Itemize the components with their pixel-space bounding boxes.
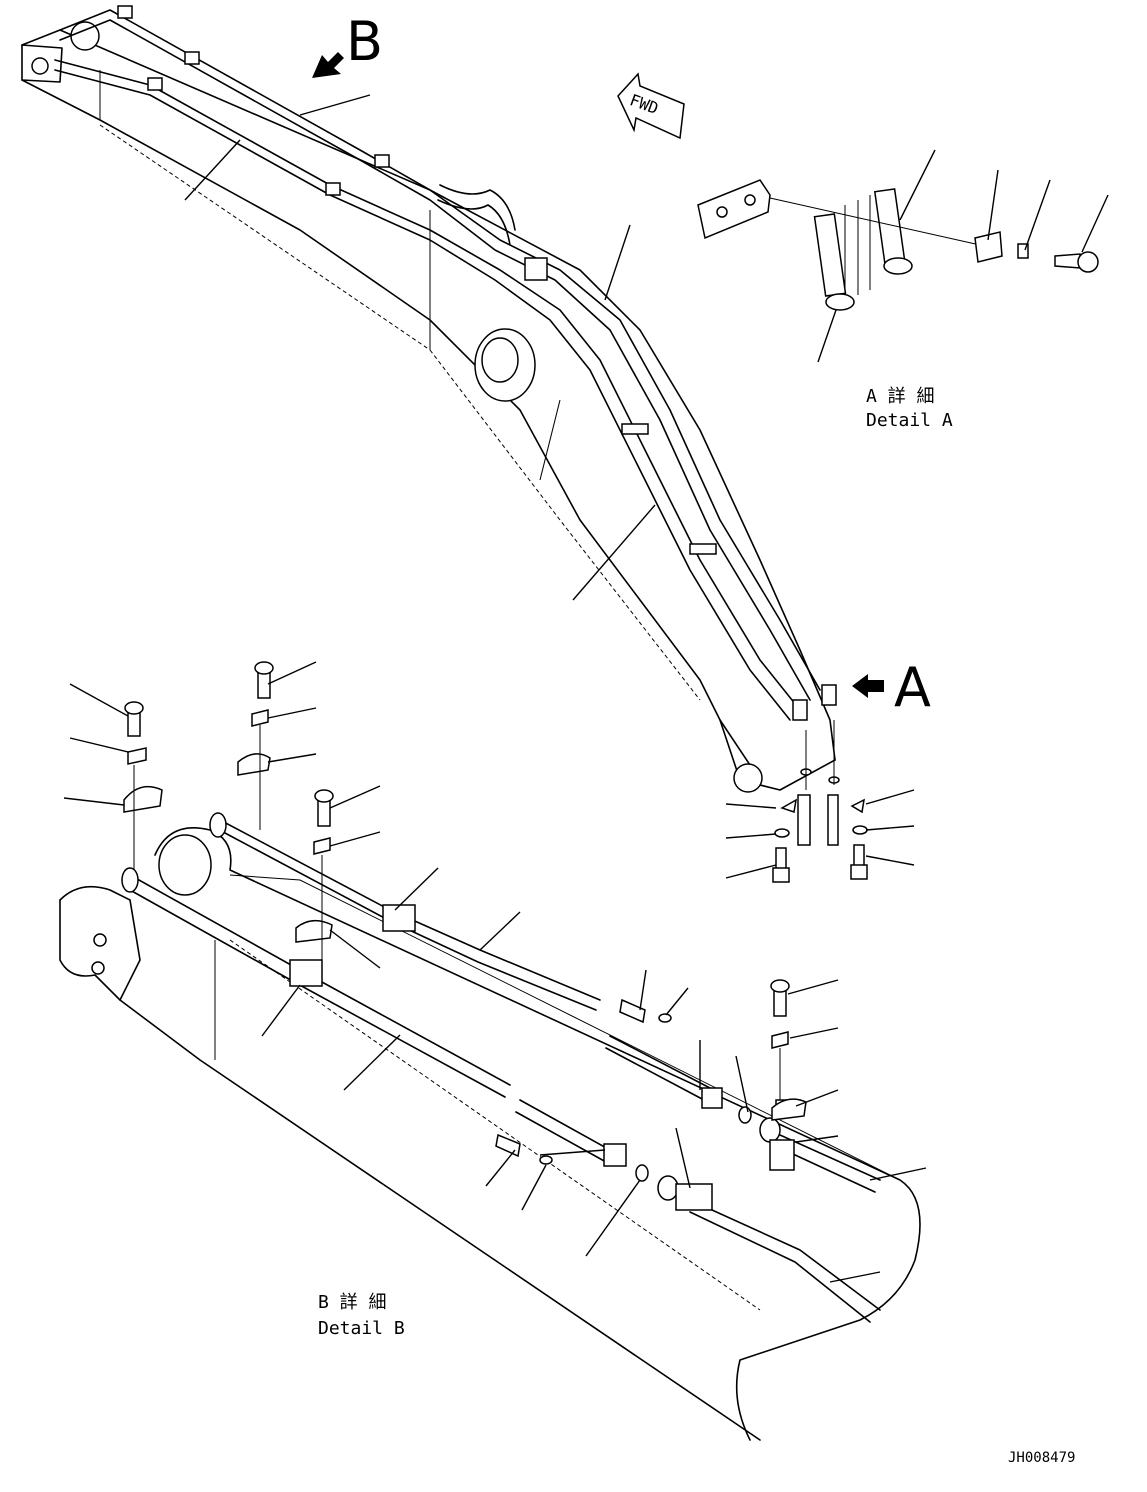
fwd-arrow: FWD	[617, 72, 685, 140]
view-arrow-a: A	[852, 656, 931, 719]
view-b-label: B	[346, 10, 383, 73]
drawing-number: JH008479	[1008, 1450, 1075, 1466]
detail-b-title-jp: B 詳 細	[318, 1292, 387, 1313]
detail-b-structure	[59, 826, 921, 1441]
arm-structure	[21, 21, 836, 793]
view-a-label: A	[894, 656, 931, 719]
arm-leader-lines	[184, 94, 656, 601]
detail-b-piping	[121, 812, 881, 1323]
detail-a-title-en: Detail A	[866, 410, 953, 431]
detail-b-fasteners	[123, 661, 807, 1182]
detail-b-title-en: Detail B	[318, 1318, 405, 1339]
arm-tip-fasteners	[725, 720, 915, 883]
detail-a-leader-lines	[817, 149, 1109, 363]
detail-b-leader-lines	[63, 661, 927, 1283]
arm-hydraulic-piping	[54, 5, 837, 721]
detail-a-drawing	[697, 179, 1099, 311]
view-arrow-b: B	[312, 10, 383, 78]
detail-a-title-jp: A 詳 細	[866, 386, 935, 407]
